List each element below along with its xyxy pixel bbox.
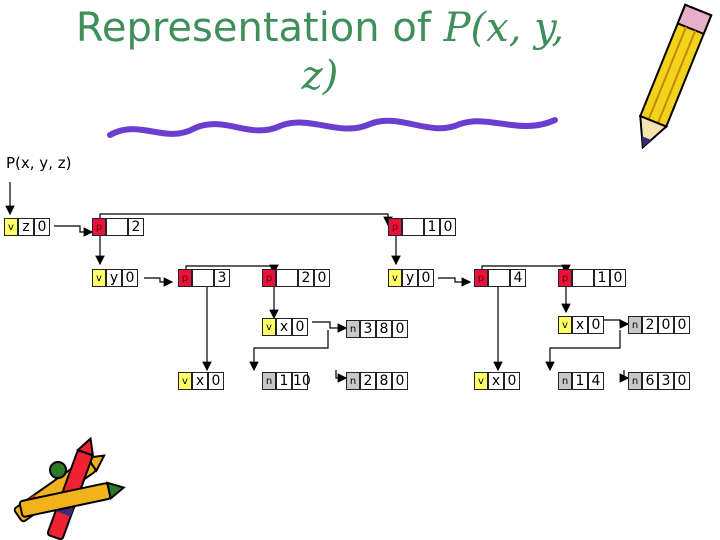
- node-p10a-cell-2: 0: [440, 218, 456, 236]
- node-n380-cell-1: 8: [376, 320, 392, 338]
- node-p10b-cell-0: [572, 269, 594, 287]
- node-vx0d-cell-0: x: [488, 372, 504, 390]
- node-n380-tag: n: [346, 320, 360, 338]
- page-title: Representation of P(x, y, z): [40, 4, 600, 100]
- node-n280-cell-1: 8: [376, 372, 392, 390]
- node-vy0a-cell-1: 0: [122, 269, 138, 287]
- node-n200-cell-1: 0: [658, 316, 674, 334]
- node-vx0b-tag: v: [558, 316, 572, 334]
- node-n630-tag: n: [628, 372, 642, 390]
- node-n14-cell-0: 1: [572, 372, 588, 390]
- node-p10a-cell-1: 1: [424, 218, 440, 236]
- node-p10b-cell-2: 0: [610, 269, 626, 287]
- node-p10a-tag: p: [388, 218, 402, 236]
- polynomial-label: P(x, y, z): [6, 154, 72, 172]
- node-p10a-cell-0: [402, 218, 424, 236]
- node-p10b-tag: p: [558, 269, 572, 287]
- node-vy0b-cell-0: y: [402, 269, 418, 287]
- node-n280-cell-2: 0: [392, 372, 408, 390]
- node-n280-tag: n: [346, 372, 360, 390]
- node-n110-cell-0: 1: [276, 372, 292, 390]
- node-p20-cell-2: 0: [314, 269, 330, 287]
- node-vy0b-cell-1: 0: [418, 269, 434, 287]
- pencil-icon: [638, 3, 713, 150]
- node-n200-cell-0: 2: [642, 316, 658, 334]
- node-vx0a-tag: v: [262, 318, 276, 336]
- node-p2-cell-0: [106, 218, 128, 236]
- node-n200-tag: n: [628, 316, 642, 334]
- node-n630-cell-2: 0: [674, 372, 690, 390]
- node-vy0a-cell-0: y: [106, 269, 122, 287]
- node-vx0c-cell-0: x: [192, 372, 208, 390]
- node-p20-tag: p: [262, 269, 276, 287]
- node-vz0-cell-1: 0: [34, 218, 50, 236]
- node-p2-cell-1: 2: [128, 218, 144, 236]
- node-n110-cell-1: 10: [292, 372, 311, 390]
- node-vx0b-cell-1: 0: [588, 316, 604, 334]
- node-vx0c-cell-1: 0: [208, 372, 224, 390]
- title-expression-cont: z): [301, 53, 339, 99]
- node-n630-cell-0: 6: [642, 372, 658, 390]
- title-expression: P(x, y,: [443, 5, 565, 51]
- node-p2-tag: p: [92, 218, 106, 236]
- node-vy0a-tag: v: [92, 269, 106, 287]
- node-vx0b-cell-0: x: [572, 316, 588, 334]
- node-p20-cell-0: [276, 269, 298, 287]
- node-vz0-cell-0: z: [18, 218, 34, 236]
- node-p3-tag: p: [178, 269, 192, 287]
- node-p10b-cell-1: 1: [594, 269, 610, 287]
- node-n110-tag: n: [262, 372, 276, 390]
- title-prefix: Representation of: [75, 5, 431, 51]
- node-p3-cell-0: [192, 269, 214, 287]
- node-vz0-tag: v: [4, 218, 18, 236]
- node-p20-cell-1: 2: [298, 269, 314, 287]
- node-n14-cell-1: 4: [588, 372, 604, 390]
- node-vx0d-cell-1: 0: [504, 372, 520, 390]
- node-vy0b-tag: v: [388, 269, 402, 287]
- node-n380-cell-2: 0: [392, 320, 408, 338]
- node-vx0a-cell-1: 0: [292, 318, 308, 336]
- node-vx0c-tag: v: [178, 372, 192, 390]
- node-n630-cell-1: 3: [658, 372, 674, 390]
- node-vx0d-tag: v: [474, 372, 488, 390]
- node-p4-cell-1: 4: [510, 269, 526, 287]
- node-n200-cell-2: 0: [674, 316, 690, 334]
- node-vx0a-cell-0: x: [276, 318, 292, 336]
- node-n380-cell-0: 3: [360, 320, 376, 338]
- node-p4-tag: p: [474, 269, 488, 287]
- squiggle-decoration: [107, 117, 558, 138]
- node-p4-cell-0: [488, 269, 510, 287]
- node-n280-cell-0: 2: [360, 372, 376, 390]
- node-p3-cell-1: 3: [214, 269, 230, 287]
- crayons-icon: [13, 436, 126, 540]
- node-n14-tag: n: [558, 372, 572, 390]
